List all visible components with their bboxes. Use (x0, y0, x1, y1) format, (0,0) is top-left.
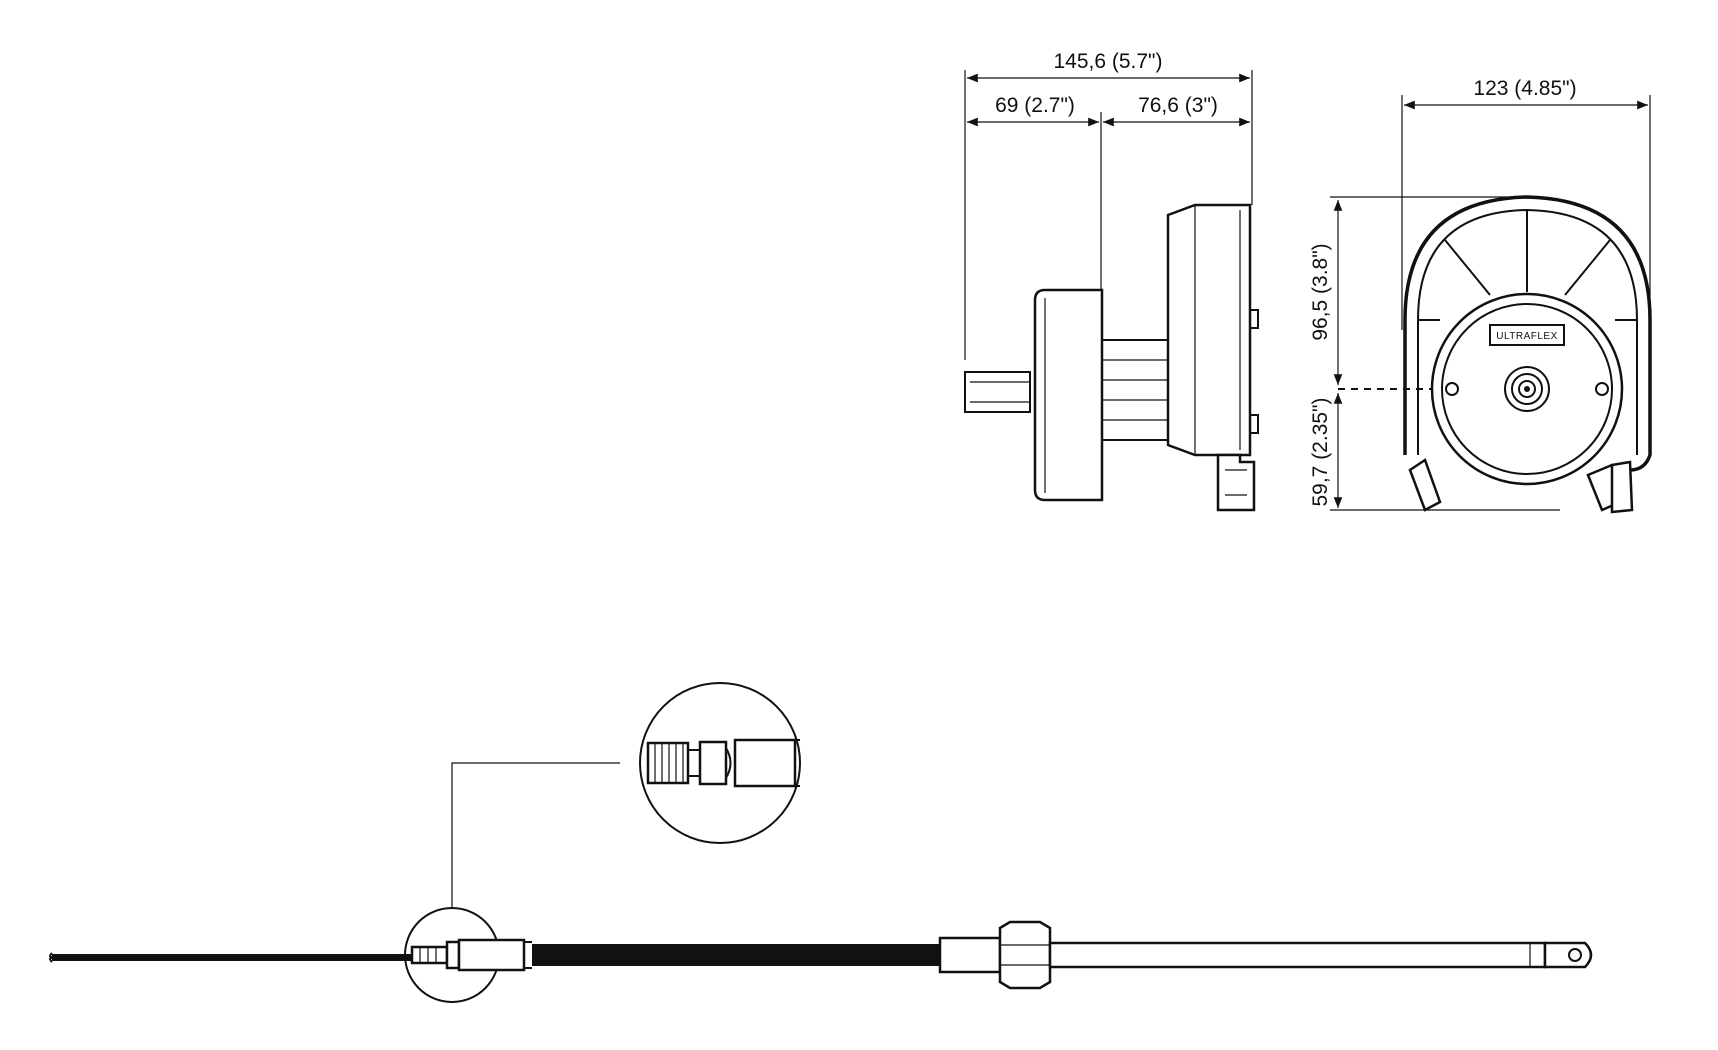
dim-total-width: 145,6 (5.7") (1053, 50, 1162, 73)
cable-end-detail (451, 682, 801, 908)
dim-lower-height: 59,7 (2.35") (1309, 397, 1332, 506)
dim-left-width: 69 (2.7") (995, 94, 1075, 117)
dim-right-width: 76,6 (3") (1138, 94, 1218, 117)
dim-front-width: 123 (4.85") (1473, 77, 1576, 100)
helm-side-view: 145,6 (5.7") 69 (2.7") 76,6 (3") (964, 50, 1259, 512)
steering-cable (49, 907, 1593, 1003)
dim-upper-height: 96,5 (3.8") (1309, 243, 1332, 340)
helm-front-view: 123 (4.85") 96,5 (3.8") 59,7 (2.35") ULT… (1309, 77, 1652, 514)
brand-label: ULTRAFLEX (1496, 331, 1558, 342)
